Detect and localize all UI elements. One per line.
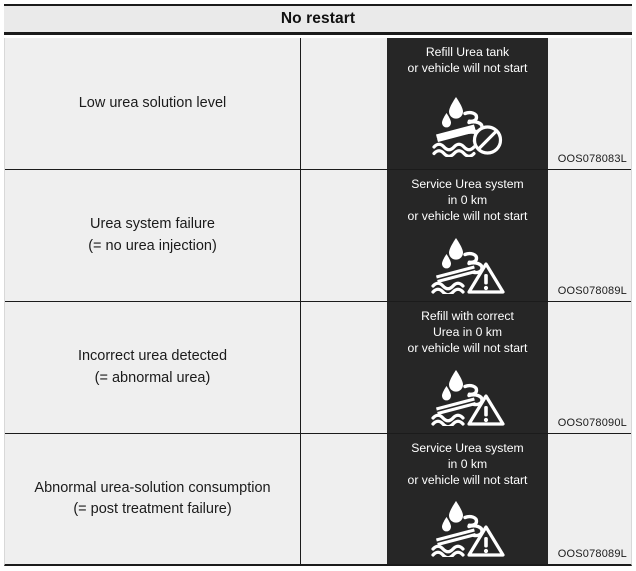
reference-code-cell: OOS078090L [548,302,631,433]
table-row: Incorrect urea detected (= abnormal urea… [5,302,631,434]
cluster-message: Refill with correct Urea in 0 km or vehi… [407,309,528,356]
cluster-message: Refill Urea tank or vehicle will not sta… [407,45,528,76]
table-row: Low urea solution level Refill Urea tank… [5,38,631,170]
cluster-display: Refill with correct Urea in 0 km or vehi… [387,302,548,433]
reference-code-cell: OOS078089L [548,170,631,301]
row-spacer-cell [300,302,387,433]
row-spacer-cell [300,38,387,169]
urea-tank-warning-icon [429,228,507,301]
page-title: No restart [280,10,356,27]
row-spacer-cell [300,170,387,301]
row-description-text: Low urea solution level [78,94,227,111]
row-description-cell: Low urea solution level [5,38,300,169]
reference-code: OOS078089L [557,285,627,297]
row-description-cell: Abnormal urea-solution consumption (= po… [5,434,300,564]
reference-code: OOS078089L [557,548,627,560]
table-row: Urea system failure (= no urea injection… [5,170,631,302]
cluster-display: Service Urea system in 0 km or vehicle w… [387,434,548,564]
reference-code-cell: OOS078089L [548,434,631,564]
urea-tank-prohibited-icon [429,80,507,169]
reference-code-cell: OOS078083L [548,38,631,169]
cluster-display: Refill Urea tank or vehicle will not sta… [387,38,548,169]
cluster-message: Service Urea system in 0 km or vehicle w… [407,177,528,224]
row-description-cell: Incorrect urea detected (= abnormal urea… [5,302,300,433]
urea-tank-warning-icon [429,492,507,564]
reference-code: OOS078090L [557,417,627,429]
table-row: Abnormal urea-solution consumption (= po… [5,434,631,564]
table-header: No restart [4,4,632,35]
row-spacer-cell [300,434,387,564]
row-description-text: Urea system failure (= no urea injection… [88,216,217,254]
row-description-text: Incorrect urea detected (= abnormal urea… [77,348,228,386]
row-description-text: Abnormal urea-solution consumption (= po… [34,479,271,517]
cluster-display: Service Urea system in 0 km or vehicle w… [387,170,548,301]
urea-tank-warning-icon [429,360,507,433]
warning-table: Low urea solution level Refill Urea tank… [4,38,632,566]
cluster-message: Service Urea system in 0 km or vehicle w… [407,441,528,488]
reference-code: OOS078083L [557,153,627,165]
row-description-cell: Urea system failure (= no urea injection… [5,170,300,301]
